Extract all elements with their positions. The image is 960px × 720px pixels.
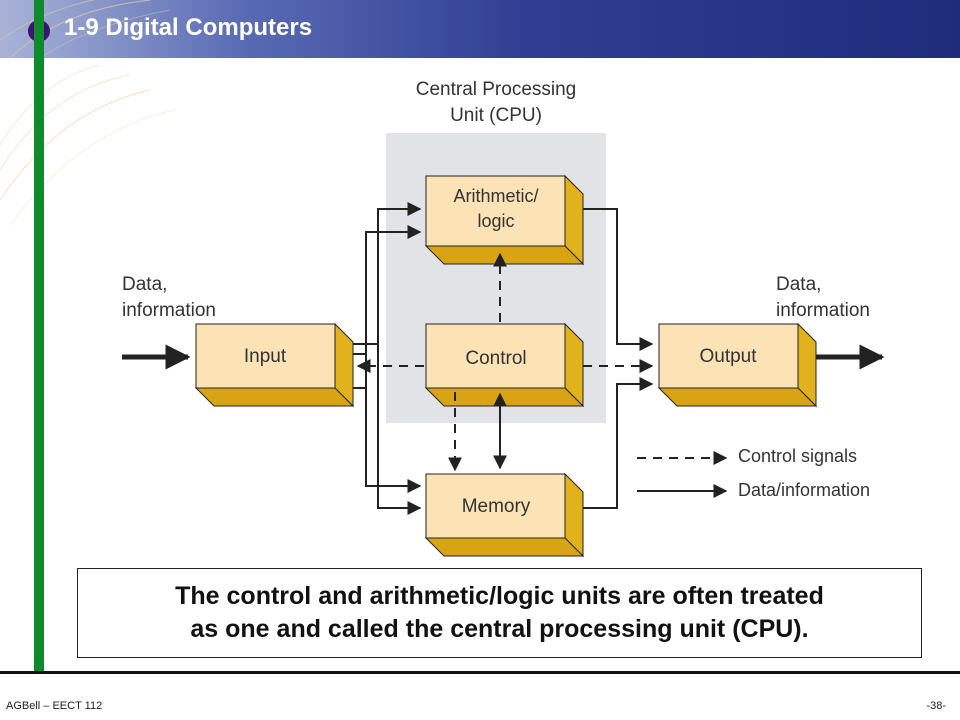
legend-control-signals-label: Control signals: [738, 446, 857, 466]
footer-course: AGBell – EECT 112: [6, 700, 103, 712]
green-accent-bar: [34, 0, 44, 672]
decorative-swirl: [0, 0, 171, 58]
input-label: Input: [244, 346, 287, 367]
legend: Control signals Data/information: [637, 446, 870, 500]
input-to-alu-arrow-2: [353, 225, 422, 389]
footer-divider: [0, 671, 960, 674]
caption-box: The control and arithmetic/logic units a…: [77, 568, 922, 658]
caption-line2: as one and called the central processing…: [190, 615, 809, 643]
left-data-label-line1: Data,: [122, 274, 167, 295]
input-to-memory-arrow-2: [377, 344, 422, 515]
footer-page-number: -38-: [926, 700, 946, 712]
caption-line1: The control and arithmetic/logic units a…: [175, 582, 824, 610]
alu-label-line1: Arithmetic/: [453, 186, 538, 206]
computer-block-diagram: Central Processing Unit (CPU) Arithmetic…: [122, 79, 885, 558]
memory-block: Memory: [424, 472, 585, 558]
alu-to-output-arrow: [583, 208, 654, 351]
title-bar: 1-9 Digital Computers: [0, 0, 960, 58]
page-title: 1-9 Digital Computers: [64, 14, 313, 41]
memory-to-output-arrow: [583, 377, 654, 509]
input-to-memory-arrow: [365, 388, 422, 493]
alu-label-line2: logic: [477, 211, 514, 231]
control-label: Control: [465, 348, 526, 369]
cpu-label-line1: Central Processing: [416, 79, 577, 100]
left-data-label-line2: information: [122, 300, 216, 321]
cpu-label-line2: Unit (CPU): [450, 105, 542, 126]
input-block: Input: [194, 322, 355, 408]
background-arcs: [0, 64, 176, 226]
control-block: Control: [424, 322, 585, 408]
memory-label: Memory: [462, 496, 531, 517]
alu-block: Arithmetic/ logic: [424, 174, 585, 266]
output-block: Output: [657, 322, 818, 408]
legend-data-information-label: Data/information: [738, 480, 870, 500]
right-data-label-line2: information: [776, 300, 870, 321]
right-data-label-line1: Data,: [776, 274, 821, 295]
output-label: Output: [699, 346, 757, 367]
